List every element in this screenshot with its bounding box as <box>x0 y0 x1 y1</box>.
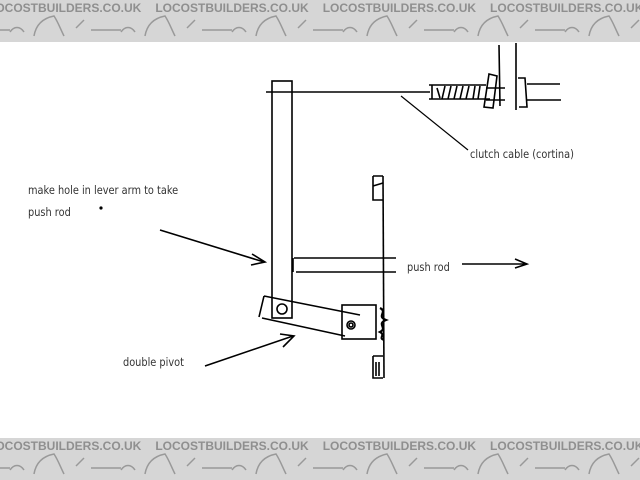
pivot-arrow <box>204 333 296 367</box>
stray-dot <box>99 206 103 210</box>
car-icon <box>535 453 640 475</box>
car-icon <box>202 453 307 475</box>
car-icon <box>0 15 85 37</box>
watermark-copy: LOCOSTBUILDERS.CO.UK <box>322 439 477 453</box>
car-icon <box>535 15 640 37</box>
push-direction-arrow <box>462 258 530 269</box>
car-icon <box>313 453 418 475</box>
watermark-copy: LOCOSTBUILDERS.CO.UK <box>490 1 640 15</box>
car-icon <box>313 15 418 37</box>
watermark-text: LOCOSTBUILDERS.CO.UK LOCOSTBUILDERS.CO.UK… <box>0 1 640 15</box>
watermark-banner-top: LOCOSTBUILDERS.CO.UK LOCOSTBUILDERS.CO.UK… <box>0 0 640 42</box>
label-make-hole-2: push rod <box>28 205 71 219</box>
car-icon <box>91 15 196 37</box>
car-icon <box>202 15 307 37</box>
watermark-copy: LOCOSTBUILDERS.CO.UK <box>490 439 640 453</box>
lever-arm <box>271 80 293 319</box>
label-clutch-cable: clutch cable (cortina) <box>470 147 574 161</box>
car-icon <box>91 453 196 475</box>
watermark-copy: LOCOSTBUILDERS.CO.UK <box>322 1 477 15</box>
watermark-copy: LOCOSTBUILDERS.CO.UK <box>0 439 142 453</box>
label-make-hole: make hole in lever arm to take <box>28 183 179 197</box>
clutch-cable <box>266 43 561 110</box>
hole-arrow <box>159 229 268 266</box>
car-icon <box>424 15 529 37</box>
watermark-copy: LOCOSTBUILDERS.CO.UK <box>155 439 309 453</box>
watermark-text: LOCOSTBUILDERS.CO.UK LOCOSTBUILDERS.CO.UK… <box>0 439 640 453</box>
push-rod <box>292 257 396 273</box>
clutch-cable-leader <box>400 95 469 151</box>
double-pivot-link <box>258 295 389 342</box>
label-double-pivot: double pivot <box>123 355 184 369</box>
car-icon <box>0 453 85 475</box>
firewall <box>372 175 385 379</box>
watermark-banner-bottom: LOCOSTBUILDERS.CO.UK LOCOSTBUILDERS.CO.UK… <box>0 438 640 480</box>
watermark-copy: LOCOSTBUILDERS.CO.UK <box>0 1 142 15</box>
watermark-car-icons <box>0 453 640 475</box>
label-push-rod: push rod <box>407 260 450 274</box>
watermark-copy: LOCOSTBUILDERS.CO.UK <box>155 1 309 15</box>
car-icon <box>424 453 529 475</box>
watermark-car-icons <box>0 15 640 37</box>
